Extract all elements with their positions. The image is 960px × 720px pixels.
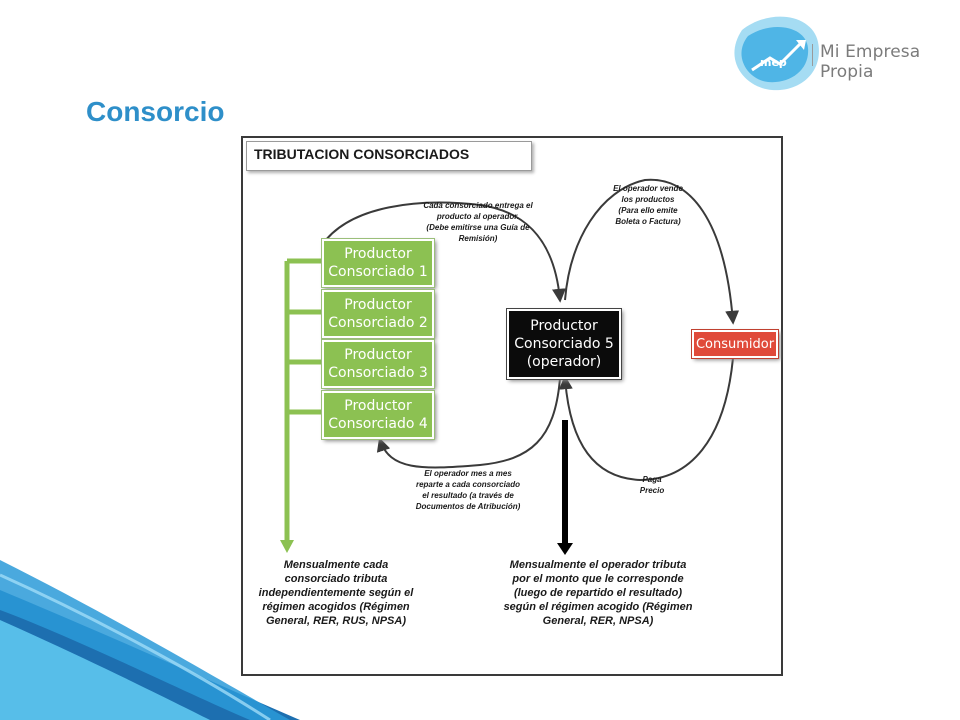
operator-line2: Consorciado 5 [514, 336, 614, 352]
producer-1-line2: Consorciado 1 [328, 264, 428, 280]
diagram-header-text: TRIBUTACION CONSORCIADOS [254, 146, 470, 162]
producer-4-line2: Consorciado 4 [328, 416, 428, 432]
note-sells: El operador vende los productos (Para el… [613, 184, 683, 226]
producer-1-line1: Productor [344, 246, 412, 262]
arrow-payment [558, 357, 734, 482]
note-delivery: Cada consorciado entrega el producto al … [423, 201, 533, 243]
note-pays: Paga Precio [639, 475, 665, 495]
diagram-header-box [246, 141, 532, 171]
wave-mid [0, 560, 290, 720]
slide-title: Consorcio [86, 96, 225, 127]
note-distributes: El operador mes a mes reparte a cada con… [415, 469, 521, 511]
operator-line3: (operador) [526, 354, 602, 370]
producer-3-line2: Consorciado 3 [328, 365, 428, 381]
note-right-tax: Mensualmente el operador tributa por el … [503, 559, 693, 627]
producer-2-line1: Productor [344, 297, 412, 313]
arrow-delivery [321, 201, 566, 303]
logo-mark-icon [734, 16, 819, 91]
arrow-operator-tax-head [557, 543, 573, 555]
arrow-sale [564, 178, 740, 325]
green-bracket [280, 258, 322, 553]
producer-4-line1: Productor [344, 398, 412, 414]
arrow-distribution [376, 377, 561, 469]
wave-highlight [0, 573, 271, 720]
operator-line1: Productor [530, 318, 598, 334]
wave-light [0, 620, 210, 720]
producer-3-line1: Productor [344, 347, 412, 363]
operator-box: Productor Consorciado 5 (operador) [506, 308, 622, 380]
logo-text: Mi Empresa Propia [820, 42, 921, 82]
producer-2-line2: Consorciado 2 [328, 315, 428, 331]
logo-mark-text: mep [760, 56, 787, 69]
note-left-tax: Mensualmente cada consorciado tributa in… [258, 559, 414, 627]
logo-separator [812, 44, 813, 66]
consumer-box: Consumidor [691, 329, 779, 359]
diagram-frame [241, 136, 783, 676]
